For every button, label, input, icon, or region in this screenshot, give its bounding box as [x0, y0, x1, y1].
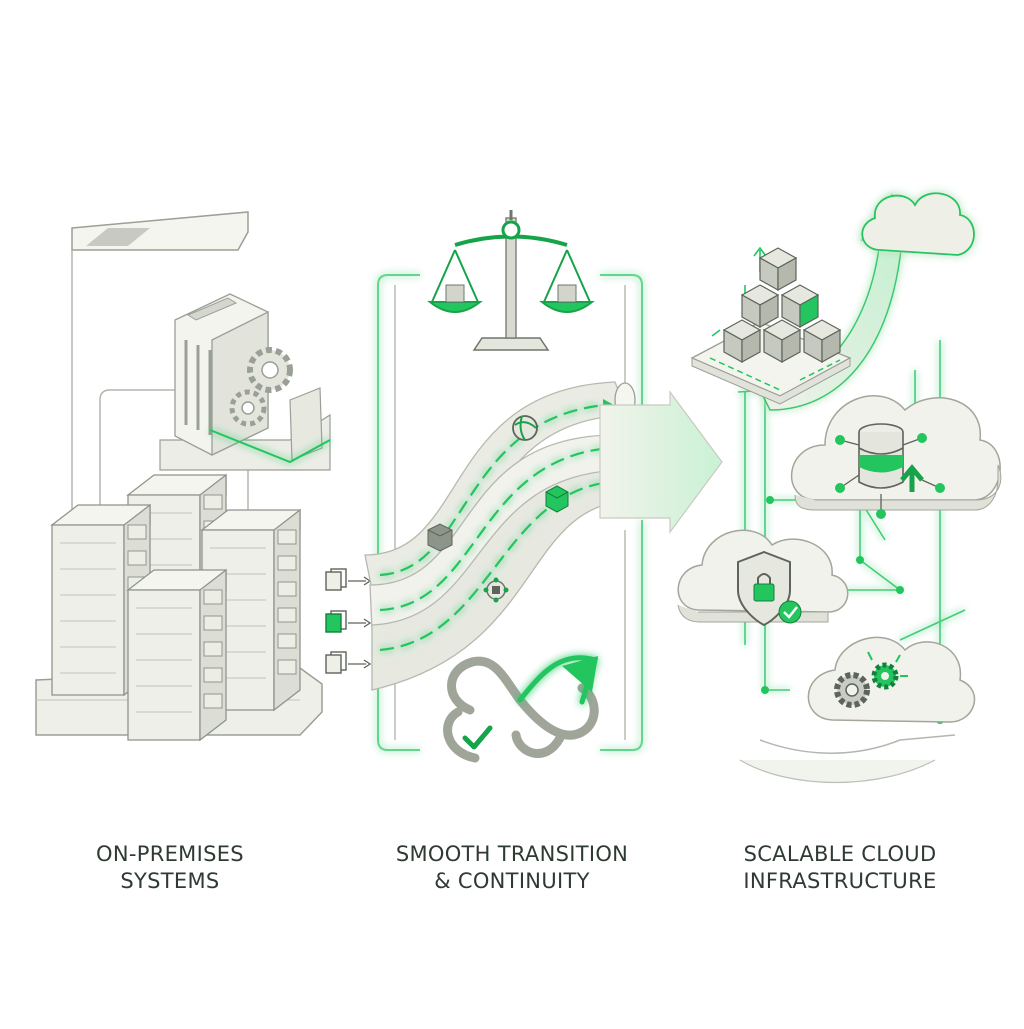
- cloud-caption: SCALABLE CLOUD INFRASTRUCTURE: [690, 841, 990, 895]
- cube-icon: [722, 319, 762, 364]
- caption-line: ON-PREMISES: [96, 842, 244, 866]
- caption-line: SYSTEMS: [120, 869, 220, 893]
- cloud-icon: [861, 192, 975, 256]
- transition-caption: SMOOTH TRANSITION & CONTINUITY: [362, 841, 662, 895]
- transition-section: [364, 210, 723, 763]
- cube-icon: [802, 319, 842, 364]
- document-icon: [325, 651, 372, 674]
- server-rack-icon: [126, 568, 227, 742]
- network-node-icon: [483, 577, 509, 603]
- document-icon: [325, 610, 372, 633]
- signboard: [71, 211, 249, 540]
- cube-icon: [780, 284, 820, 329]
- infinity-loop-icon: [443, 655, 599, 763]
- checkmark-icon: [462, 725, 493, 750]
- cube-icon: [762, 319, 802, 364]
- on-premises-caption: ON-PREMISES SYSTEMS: [20, 841, 320, 895]
- cube-stack: [722, 247, 842, 364]
- server-racks: [50, 473, 301, 742]
- arrow-right-icon: [599, 390, 723, 534]
- building-icon: [159, 293, 331, 471]
- cloud-section: [677, 192, 1002, 784]
- caption-line: INFRASTRUCTURE: [743, 869, 937, 893]
- database-icon: [835, 423, 945, 519]
- frame-left-bracket: [377, 274, 420, 751]
- cube-icon: [740, 284, 780, 329]
- shield-lock-icon: [737, 550, 802, 627]
- gears-icon: [834, 651, 908, 708]
- on-premises-section: [35, 211, 372, 742]
- cube-icon: [758, 247, 798, 292]
- frame-right-bracket: [600, 274, 643, 420]
- balance-scale-icon: [427, 210, 595, 351]
- cube-icon: [427, 485, 569, 552]
- gear-icon: [229, 347, 293, 427]
- globe-icon: [512, 415, 538, 441]
- gears-cloud: [739, 636, 976, 784]
- document-icons: [325, 568, 372, 674]
- document-icon: [325, 568, 372, 591]
- caption-line: SCALABLE CLOUD: [743, 842, 937, 866]
- caption-line: SMOOTH TRANSITION: [395, 842, 629, 866]
- caption-line: & CONTINUITY: [434, 869, 590, 893]
